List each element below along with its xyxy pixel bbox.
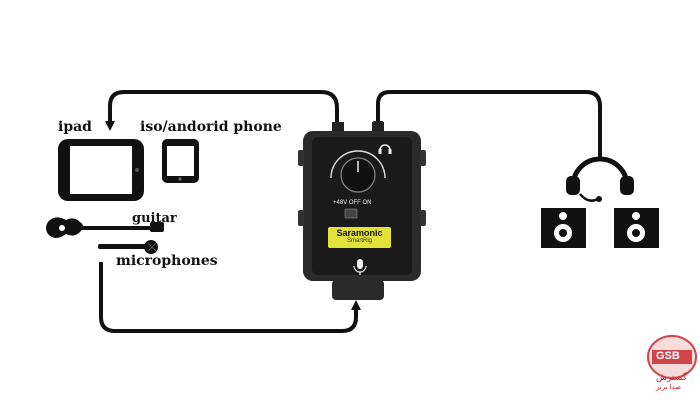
interface-device: [298, 122, 426, 300]
phone-label: iso/andorid phone: [140, 119, 282, 135]
speaker-icon: [541, 208, 586, 248]
device-mic-icon: [353, 259, 367, 275]
headphone-icon: [378, 144, 392, 154]
gsb-watermark-logo: [647, 335, 697, 379]
phone-icon: [162, 139, 199, 183]
microphones-label: microphones: [116, 253, 218, 269]
watermark-logo-text: GSB: [656, 350, 680, 362]
watermark-caption-2: صدا برتر: [656, 384, 682, 391]
speaker-icon-right: [614, 208, 659, 248]
headset-icon: [566, 156, 634, 202]
brand-tag: Saramonic SmartRig: [328, 227, 391, 248]
ipad-label: ipad: [58, 119, 92, 135]
ipad-icon: [58, 139, 144, 201]
watermark-caption-1: گسترش: [656, 372, 687, 382]
brand-model: SmartRig: [346, 238, 372, 244]
arrow-from-headphones: [373, 90, 602, 160]
microphone-icon: [98, 240, 158, 254]
arrow-from-microphones: [99, 262, 361, 333]
guitar-icon: [46, 217, 164, 238]
phantom-power-switch-label: +48V OFF ON: [333, 200, 372, 206]
brand-name: Saramonic: [336, 228, 383, 238]
guitar-label: guitar: [132, 211, 177, 226]
arrow-to-devices: [105, 90, 339, 131]
